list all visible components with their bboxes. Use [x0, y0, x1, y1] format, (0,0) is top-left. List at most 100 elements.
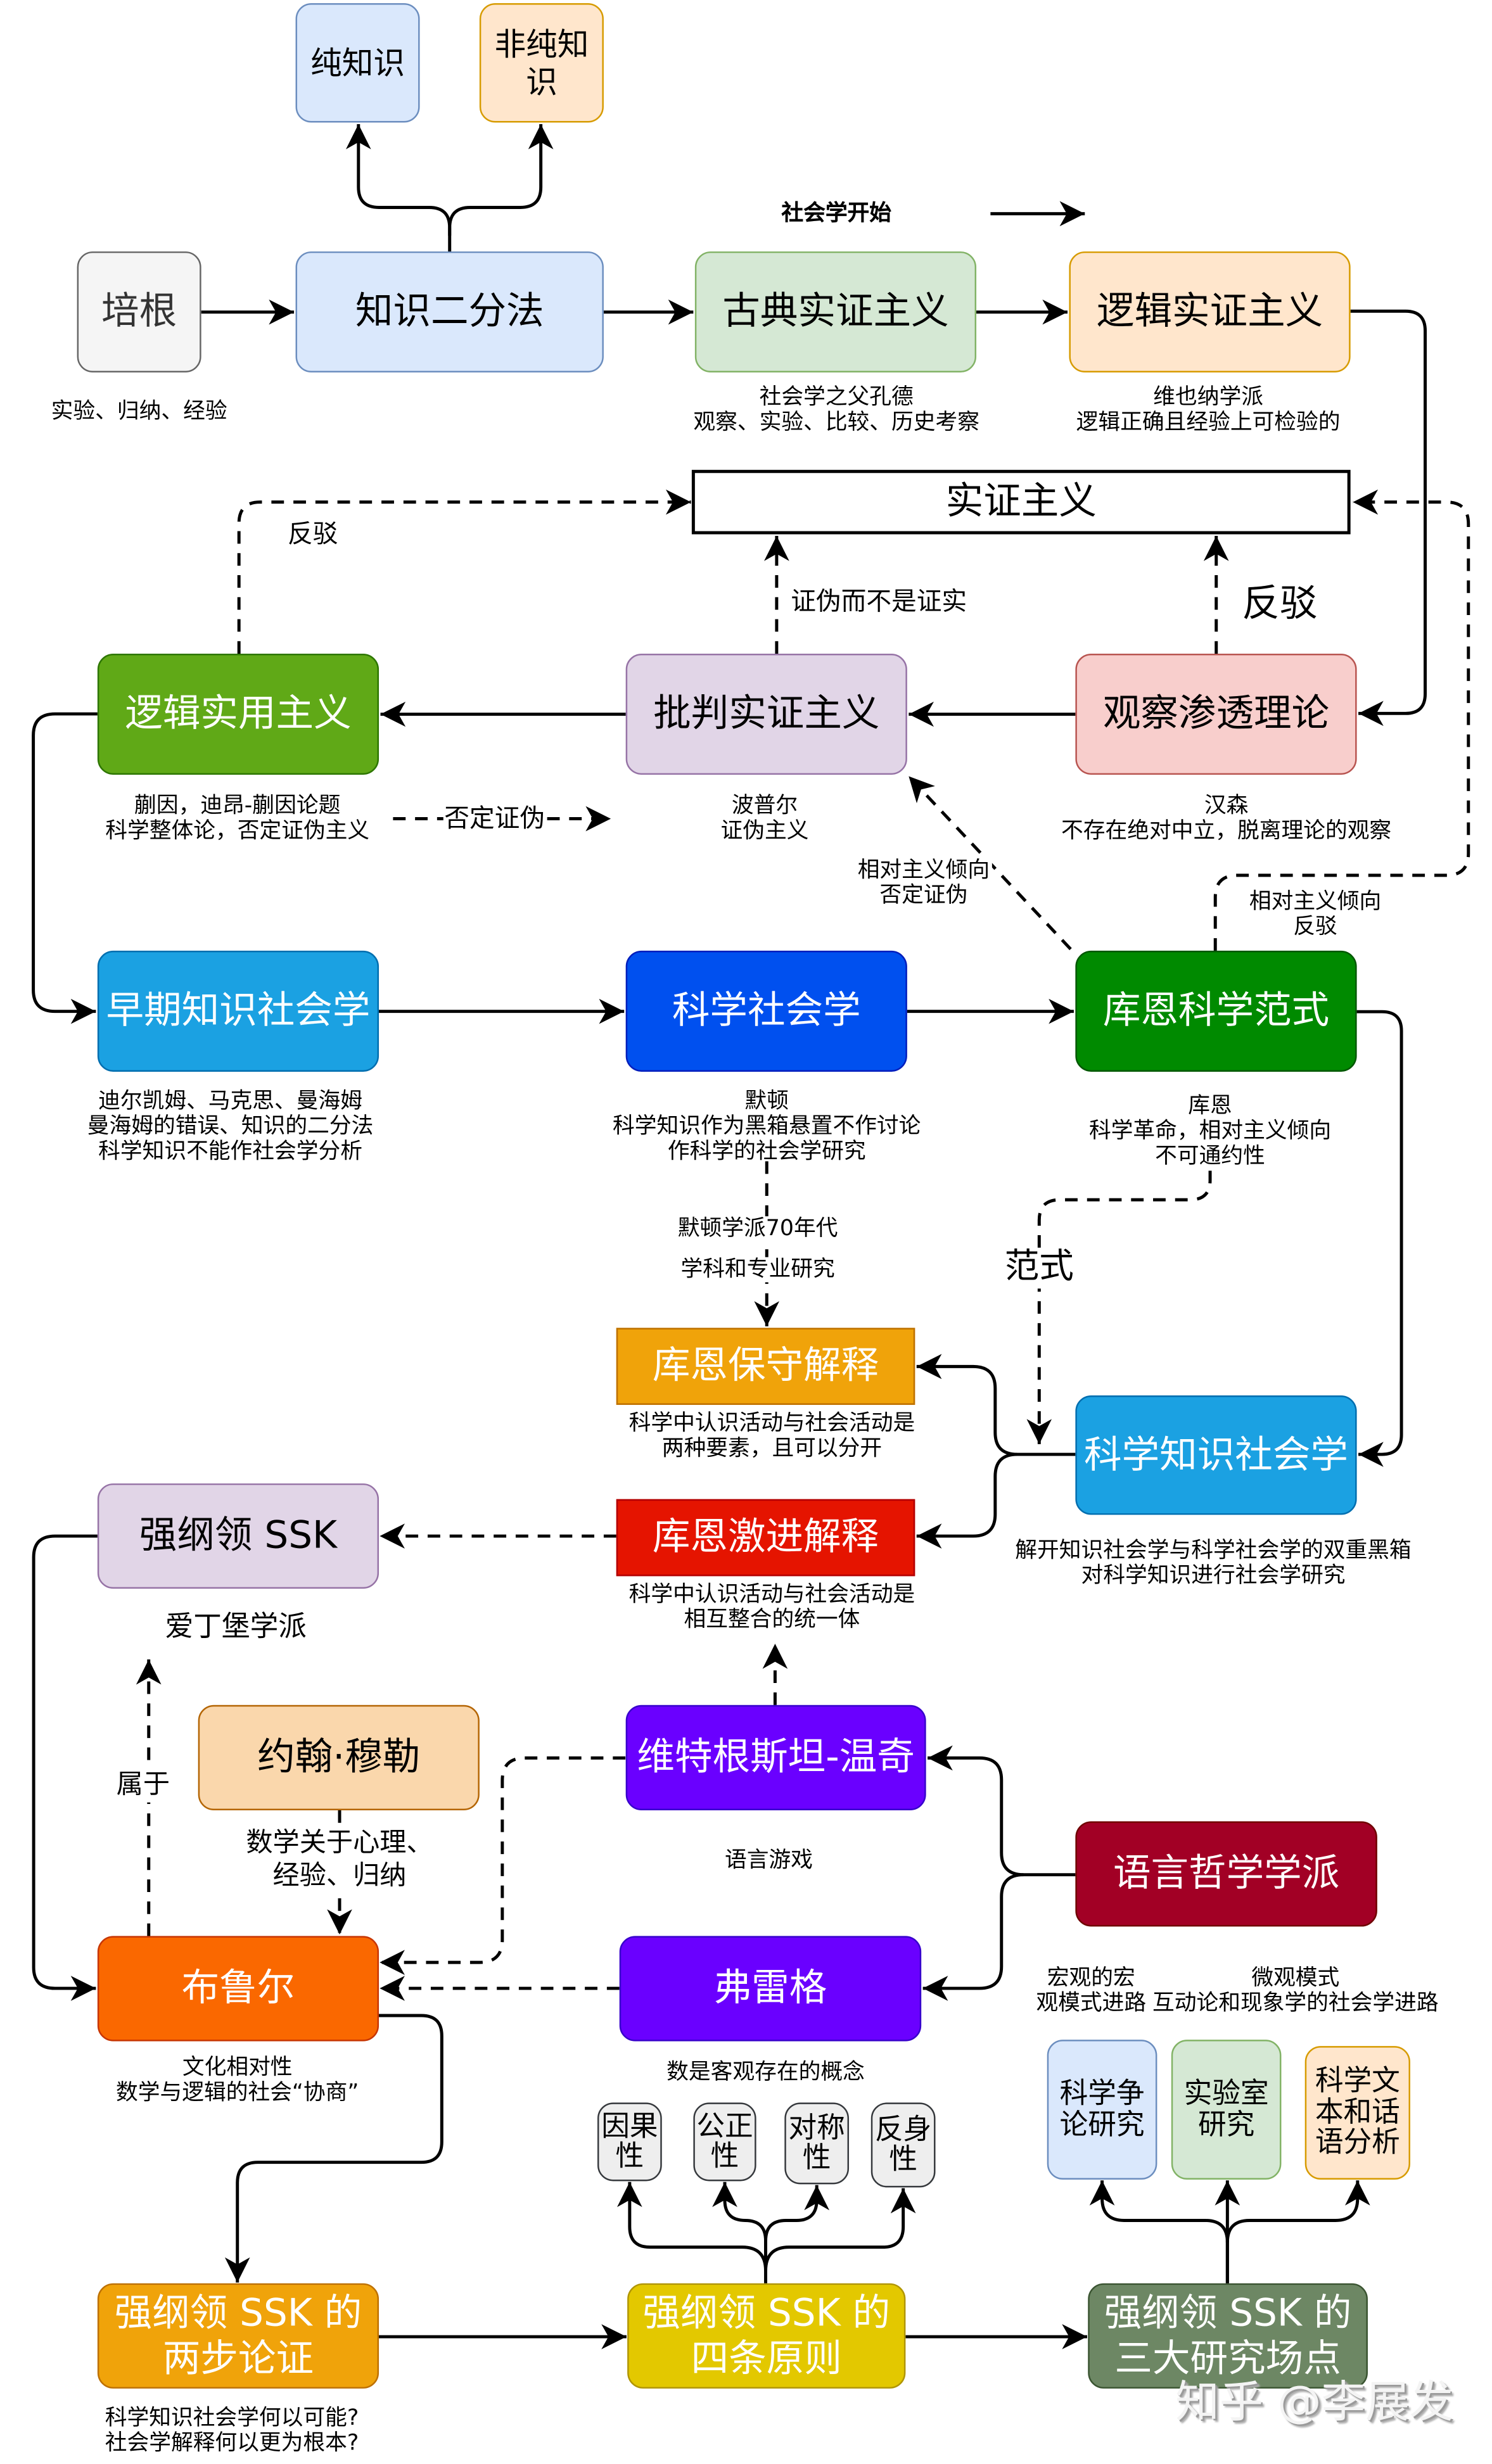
node-three-research-sites: 强纲领 SSK 的 三大研究场点	[1088, 2283, 1368, 2389]
node-dichotomy-label: 知识二分法	[355, 289, 544, 334]
node-four-principles: 强纲领 SSK 的 四条原则	[627, 2283, 906, 2389]
note-line: 不可通约性	[1155, 1144, 1265, 1169]
arrow-pragmatism-to-early	[32, 712, 98, 1024]
note-line: 默顿	[744, 1088, 789, 1114]
node-sociology-of-science-label: 科学社会学	[672, 988, 861, 1033]
note-classical-positivism: 社会学之父孔德 观察、实验、比较、历史考察	[693, 385, 979, 435]
note-sociology-of-science: 默顿 科学知识作为黑箱悬置不作讨论 作科学的社会学研究	[613, 1088, 921, 1164]
note-ssk: 解开知识社会学与科学社会学的双重黑箱 对科学知识进行社会学研究	[1015, 1538, 1411, 1588]
arrow-ssk-to-conservative	[916, 1354, 1076, 1456]
note-line: 库恩	[1188, 1093, 1232, 1119]
edge-label-paradigm: 范式	[1003, 1247, 1076, 1289]
node-philosophy-of-language: 语言哲学学派	[1075, 1821, 1377, 1927]
note-line: 数学与逻辑的社会“协商”	[115, 2080, 359, 2105]
note-kuhn-conservative: 科学中认识活动与社会活动是 两种要素，且可以分开	[629, 1411, 915, 1461]
note-line: 证伪主义	[720, 818, 809, 844]
node-symmetry-label: 对称性	[788, 2111, 845, 2175]
dashed-arrow-pragmatism-to-positivism	[237, 489, 691, 654]
note-macro-approach: 宏观的宏 观模式进路	[1036, 1966, 1146, 2016]
node-controversy-studies-label: 科学争论研究	[1059, 2076, 1145, 2142]
node-bacon: 培根	[77, 251, 201, 372]
arrow-bloor-to-two-step	[224, 2014, 443, 2283]
node-laboratory-studies-label: 实验室研究	[1183, 2076, 1269, 2142]
arrow-ssk-to-radical	[916, 1452, 1017, 1549]
arrow-to-causality	[617, 2181, 768, 2283]
arrow-dichotomy-to-impure	[448, 124, 554, 236]
node-text-discourse-analysis: 科学文本和话语分析	[1304, 2046, 1410, 2180]
arrow-kuhn-to-ssk	[1356, 1010, 1403, 1467]
note-early-sociology-of-knowledge: 迪尔凯姆、马克思、曼海姆 曼海姆的错误、知识的二分法 科学知识不能作社会学分析	[87, 1088, 374, 1164]
node-strong-programme-label: 强纲领 SSK	[139, 1513, 338, 1558]
edge-label-text: 反驳	[1242, 581, 1318, 626]
node-reflexivity-label: 反身性	[874, 2112, 932, 2177]
edge-label-falsification: 证伪而不是证实	[791, 586, 967, 616]
note-logical-pragmatism: 蒯因，迪昂-蒯因论题 科学整体论，否定证伪主义	[105, 794, 369, 844]
note-two-step-argument: 科学知识社会学何以可能? 社会学解释何以更为根本?	[105, 2406, 359, 2456]
node-text-discourse-analysis-label: 科学文本和话语分析	[1315, 2064, 1400, 2160]
note-line: 语言游戏	[724, 1848, 813, 1874]
note-line: 科学知识社会学何以可能?	[105, 2406, 359, 2431]
edge-label-refute-pragmatism: 反驳	[288, 518, 338, 549]
note-line: 对科学知识进行社会学研究	[1081, 1563, 1346, 1589]
edge-label-relativism-refute: 相对主义倾向 反驳	[1249, 889, 1381, 939]
arrow-dichotomy-to-pure	[345, 124, 452, 251]
node-three-research-sites-line-2: 三大研究场点	[1114, 2335, 1341, 2380]
edge-label-line: 经验、归纳	[272, 1860, 407, 1892]
dashed-arrow-kuhn-to-positivism	[1213, 489, 1470, 951]
arrow-strong-programme-to-bloor	[32, 1534, 98, 2001]
note-line: 科学知识不能作社会学分析	[98, 1138, 362, 1164]
node-logical-pragmatism-label: 逻辑实用主义	[125, 691, 352, 736]
edge-label-line: 相对主义倾向	[857, 857, 990, 883]
node-wittgenstein-winch-label: 维特根斯坦-温奇	[637, 1735, 915, 1779]
node-laboratory-studies: 实验室研究	[1171, 2040, 1282, 2180]
edge-label-mill-note: 数学关于心理、 经验、归纳	[244, 1827, 435, 1894]
edge-label-text: 范式	[1004, 1247, 1074, 1287]
edge-label-text: 否定证伪	[444, 803, 545, 833]
node-impartiality-label: 公正性	[696, 2109, 753, 2174]
note-line: 迪尔凯姆、马克思、曼海姆	[98, 1088, 362, 1114]
note-line: 观模式进路	[1036, 1991, 1147, 2016]
note-line: 解开知识社会学与科学社会学的双重黑箱	[1015, 1537, 1412, 1563]
note-line: 维也纳学派	[1153, 384, 1263, 410]
node-ssk: 科学知识社会学	[1075, 1395, 1357, 1515]
node-four-principles-line-2: 四条原则	[691, 2335, 842, 2380]
arrow-to-controversy-studies	[1089, 2180, 1229, 2283]
node-kuhn-conservative: 库恩保守解释	[616, 1328, 915, 1405]
note-line: 相互整合的统一体	[684, 1607, 860, 1633]
node-john-mill: 约翰·穆勒	[198, 1705, 480, 1810]
note-line: 科学革命，相对主义倾向	[1088, 1119, 1332, 1145]
edge-label-text: 反驳	[288, 518, 338, 549]
note-logical-positivism: 维也纳学派 逻辑正确且经验上可检验的	[1076, 385, 1341, 435]
note-bacon-text: 实验、归纳、经验	[51, 399, 227, 424]
note-kuhn-paradigm: 库恩 科学革命，相对主义倾向 不可通约性	[1089, 1094, 1331, 1169]
watermark: 知乎 @李展发	[1175, 2376, 1454, 2428]
edge-label-text: 属于	[116, 1769, 170, 1800]
edge-label-line: 相对主义倾向	[1249, 889, 1382, 914]
edge-label-text: 证伪而不是证实	[791, 586, 967, 616]
node-logical-pragmatism: 逻辑实用主义	[97, 654, 379, 775]
node-bacon-label: 培根	[101, 289, 177, 334]
node-classical-positivism: 古典实证主义	[694, 251, 977, 372]
edge-label-relativism-negate: 相对主义倾向 否定证伪	[856, 857, 991, 908]
note-line: 文化相对性	[182, 2054, 293, 2080]
node-kuhn-radical-label: 库恩激进解释	[652, 1515, 879, 1559]
note-line: 科学中认识活动与社会活动是	[628, 1411, 915, 1437]
node-classical-positivism-label: 古典实证主义	[722, 289, 949, 334]
label-sociology-begins: 社会学开始	[781, 201, 891, 227]
node-theory-ladenness: 观察渗透理论	[1075, 654, 1357, 775]
edge-label-text: 默顿学派70年代	[677, 1216, 838, 1241]
edge-label-line: 反驳	[1293, 913, 1337, 939]
node-logical-positivism: 逻辑实证主义	[1069, 251, 1351, 372]
note-bloor: 文化相对性 数学与逻辑的社会“协商”	[116, 2055, 359, 2105]
node-two-step-argument: 强纲领 SSK 的 两步论证	[97, 2283, 379, 2389]
node-kuhn-conservative-label: 库恩保守解释	[652, 1343, 879, 1388]
node-frege: 弗雷格	[619, 1936, 922, 2042]
note-line: 作科学的社会学研究	[667, 1138, 866, 1164]
arrow-to-symmetry	[764, 2185, 830, 2263]
node-bloor-label: 布鲁尔	[181, 1965, 295, 2010]
arrow-logical-to-observation	[1350, 309, 1427, 727]
edge-label-line: 否定证伪	[879, 882, 968, 908]
arrow-to-impartiality	[712, 2181, 768, 2263]
